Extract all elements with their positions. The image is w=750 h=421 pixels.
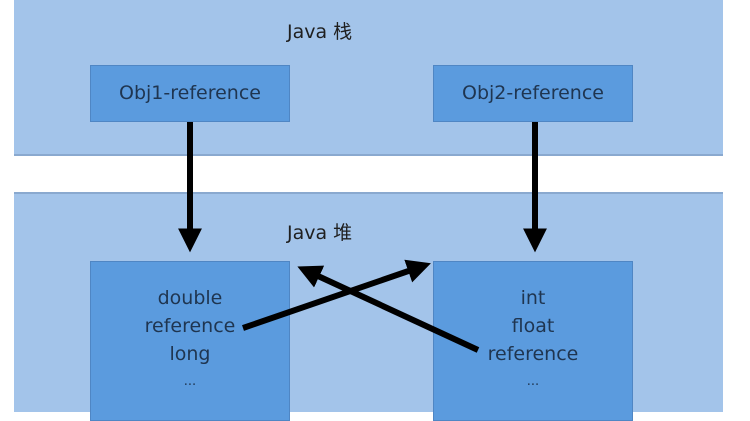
field-double: double xyxy=(157,287,223,309)
stack-title: Java 栈 xyxy=(287,21,353,43)
field-reference: reference xyxy=(144,315,236,337)
field-int: int xyxy=(520,287,546,309)
heap-object-2: int float reference ... xyxy=(433,261,633,421)
field-long: long xyxy=(169,343,211,365)
field-float: float xyxy=(511,315,555,337)
field-reference: reference xyxy=(487,343,579,365)
heap-title: Java 堆 xyxy=(287,222,353,244)
obj1-reference-box: Obj1-reference xyxy=(90,65,290,122)
field-ellipsis: ... xyxy=(526,374,540,389)
obj2-reference-box: Obj2-reference xyxy=(433,65,633,122)
field-ellipsis: ... xyxy=(183,374,197,389)
heap-object-1: double reference long ... xyxy=(90,261,290,421)
